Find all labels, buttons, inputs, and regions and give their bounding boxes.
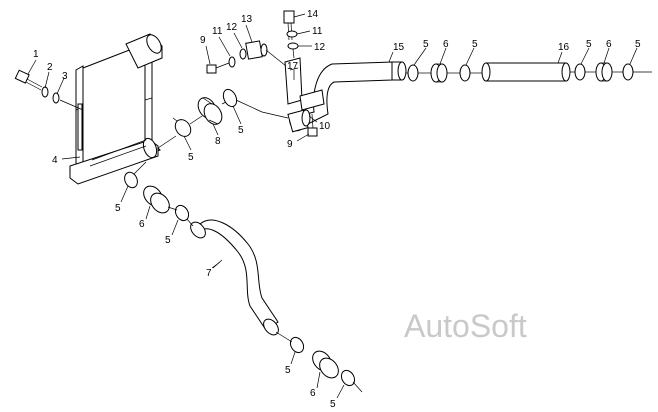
callout-5-i: 5 [586, 39, 592, 50]
callout-3: 3 [62, 71, 68, 82]
pipe-7 [190, 219, 279, 336]
coupling-8 [197, 97, 223, 125]
callout-5-c: 5 [115, 203, 121, 214]
callout-1: 1 [33, 49, 39, 60]
washer-12-right [287, 42, 299, 50]
callout-4: 4 [52, 155, 58, 166]
callout-labels: 1 2 3 4 5 8 5 5 6 5 7 5 6 5 9 11 12 13 1… [33, 9, 641, 410]
mount-13 [245, 40, 268, 60]
callout-6-b: 6 [310, 388, 316, 399]
leader-lines [27, 13, 638, 399]
callout-15: 15 [393, 42, 405, 53]
nut-9-lower [307, 127, 318, 137]
intercooler-core [69, 33, 163, 185]
washer-12-left [239, 48, 247, 60]
nut-9-upper [206, 64, 217, 74]
bushing-near-10 [287, 109, 311, 133]
washer-2 [41, 86, 49, 98]
bracket-17 [284, 57, 325, 111]
callout-14: 14 [307, 9, 319, 20]
callout-5-f: 5 [330, 399, 336, 410]
watermark: AutoSoft [404, 308, 527, 344]
clamp-5-lower-a [124, 171, 138, 189]
callout-16: 16 [558, 42, 570, 53]
callout-11-a: 11 [212, 26, 223, 37]
coupling-6-right-a [430, 63, 448, 83]
coupling-6-lower-a [143, 185, 170, 214]
coupling-6-bottom [312, 350, 339, 379]
callout-13: 13 [241, 14, 253, 25]
callout-12-a: 12 [226, 22, 238, 33]
callout-7: 7 [206, 268, 212, 279]
callout-5-j: 5 [635, 39, 641, 50]
callout-5-h: 5 [472, 39, 478, 50]
callout-12-b: 12 [314, 42, 326, 53]
callout-5-b: 5 [238, 125, 244, 136]
callout-9-a: 9 [200, 35, 206, 46]
callout-6-c: 6 [443, 39, 449, 50]
washer-11-right [286, 30, 298, 38]
callout-5-a: 5 [188, 152, 194, 163]
callout-5-d: 5 [165, 235, 171, 246]
clamp-5-right-a [407, 64, 419, 82]
clamp-5-right-c [574, 63, 586, 81]
callout-9-b: 9 [287, 139, 293, 150]
clamp-5-right-b [459, 64, 471, 82]
clamp-5-lower-b [174, 204, 190, 222]
clamp-5-upper-mid [222, 88, 238, 108]
clamp-5-upper-left [172, 117, 192, 137]
callout-5-g: 5 [423, 39, 429, 50]
callout-2: 2 [47, 62, 53, 73]
washer-11-left [228, 56, 236, 68]
callout-17: 17 [287, 61, 299, 72]
pipe-16 [481, 62, 571, 82]
callout-6-a: 6 [139, 219, 145, 230]
coupling-6-right-b [595, 62, 613, 82]
callout-5-e: 5 [285, 365, 291, 376]
washer-3 [52, 92, 60, 104]
bolt-1 [14, 69, 43, 91]
clamp-5-right-d [622, 63, 634, 81]
callout-11-b: 11 [312, 26, 323, 37]
callout-6-d: 6 [606, 39, 612, 50]
clamp-5-bottom-b [340, 369, 356, 387]
callout-8: 8 [215, 136, 221, 147]
pipe-15 [391, 61, 407, 81]
clamp-5-bottom-a [289, 336, 305, 354]
callout-10: 10 [319, 121, 331, 132]
